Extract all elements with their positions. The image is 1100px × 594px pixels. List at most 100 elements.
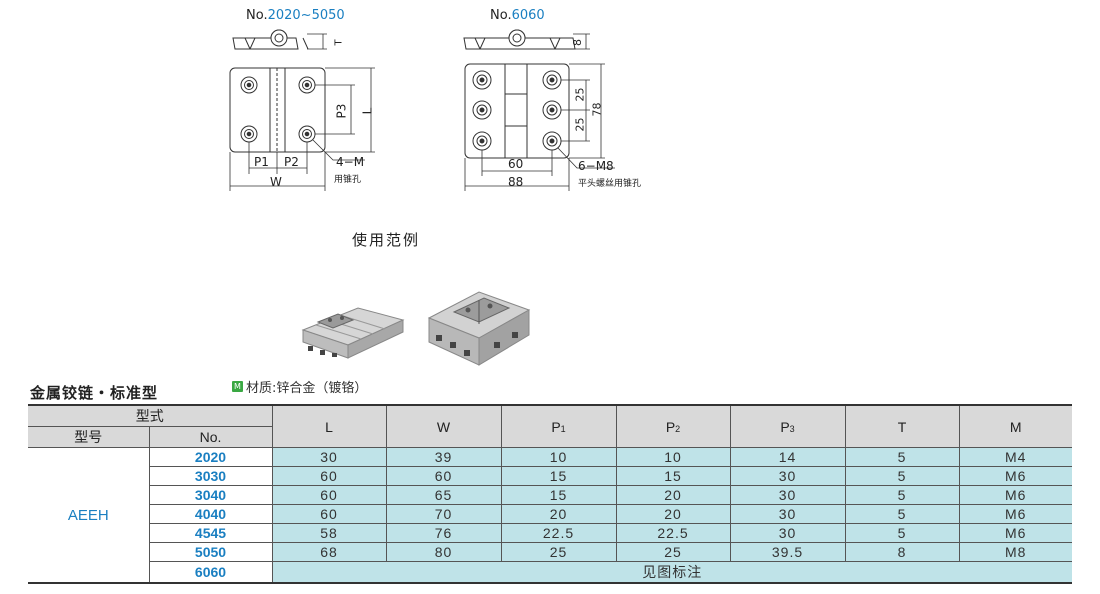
model-cell: AEEH — [28, 447, 150, 584]
cell-l: 30 — [271, 447, 387, 467]
header-group: 型式 — [28, 404, 273, 427]
cell-m: M4 — [958, 447, 1072, 467]
cell-p3: 14 — [729, 447, 846, 467]
cell-p1: 20 — [500, 504, 617, 524]
cell-p3: 30 — [729, 523, 846, 543]
cell-m: M6 — [958, 504, 1072, 524]
cell-l: 68 — [271, 542, 387, 562]
cell-p1: 15 — [500, 485, 617, 505]
left-top-view — [229, 67, 375, 191]
cell-l: 60 — [271, 466, 387, 486]
left-dim-t: T — [333, 39, 345, 46]
cell-p1: 10 — [500, 447, 617, 467]
cell-p2: 10 — [615, 447, 731, 467]
left-drawing-title: No.2020~5050 — [246, 8, 345, 23]
header-type: 型号 — [28, 426, 150, 448]
right-hole-note: 平头螺丝用锥孔 — [578, 179, 642, 189]
col-header-l: L — [271, 404, 387, 448]
cell-t: 5 — [844, 485, 960, 505]
right-side-view — [463, 29, 590, 50]
cell-t: 5 — [844, 523, 960, 543]
cell-l: 58 — [271, 523, 387, 543]
col-header-p1: P1 — [500, 404, 617, 448]
right-drawing-title: No.6060 — [490, 8, 545, 23]
cell-p1: 15 — [500, 466, 617, 486]
left-dim-p3: P3 — [334, 103, 349, 119]
cell-t: 8 — [844, 542, 960, 562]
cell-m: M6 — [958, 523, 1072, 543]
cell-t: 5 — [844, 504, 960, 524]
note-cell: 见图标注 — [271, 561, 1072, 584]
right-dim-25a: 25 — [573, 87, 587, 102]
cell-w: 76 — [385, 523, 502, 543]
material-icon: M — [232, 381, 243, 392]
usage-image-large — [427, 291, 531, 366]
cell-w: 39 — [385, 447, 502, 467]
col-header-p2: P2 — [615, 404, 731, 448]
right-dim-8: 8 — [571, 39, 584, 46]
col-header-p3: P3 — [729, 404, 846, 448]
right-top-view — [464, 63, 615, 191]
row-no: 4040 — [148, 504, 273, 524]
cell-w: 60 — [385, 466, 502, 486]
col-header-m: M — [958, 404, 1072, 448]
right-hole-label: 6−M8 — [578, 159, 614, 173]
right-dim-88: 88 — [508, 175, 524, 189]
left-hinge-drawing — [229, 29, 375, 191]
cell-p2: 15 — [615, 466, 731, 486]
table-row: 3030 60 60 15 15 30 5 M6 — [28, 466, 1072, 486]
usage-caption: 使用范例 — [352, 231, 421, 249]
row-no: 4545 — [148, 523, 273, 543]
material-text: 材质:锌合金（镀铬） — [246, 381, 368, 396]
left-dim-w: W — [270, 175, 282, 189]
left-dim-p2: P2 — [284, 155, 299, 169]
material-note: M 材质:锌合金（镀铬） — [232, 377, 367, 396]
usage-image-small — [301, 307, 405, 359]
table-row: 3040 60 65 15 20 30 5 M6 — [28, 485, 1072, 505]
header-no: No. — [148, 426, 273, 448]
right-dim-60: 60 — [508, 157, 524, 171]
right-dim-25b: 25 — [573, 117, 587, 132]
table-row: 4545 58 76 22.5 22.5 30 5 M6 — [28, 523, 1072, 543]
row-no: 6060 — [148, 561, 273, 584]
cell-p3: 39.5 — [729, 542, 846, 562]
cell-p2: 22.5 — [615, 523, 731, 543]
left-dim-p1: P1 — [254, 155, 269, 169]
row-no: 2020 — [148, 447, 273, 467]
cell-p2: 20 — [615, 504, 731, 524]
cell-p3: 30 — [729, 466, 846, 486]
cell-l: 60 — [271, 504, 387, 524]
left-hole-note: 用锥孔 — [334, 175, 362, 185]
spec-table: 型式 L W P1 P2 P3 T M 型号 No. AEEH 2020 30 … — [28, 404, 1072, 584]
cell-p2: 20 — [615, 485, 731, 505]
table-row: 6060 见图标注 — [28, 561, 1072, 584]
cell-t: 5 — [844, 447, 960, 467]
left-dim-l: L — [360, 107, 375, 115]
cell-p3: 30 — [729, 504, 846, 524]
col-header-w: W — [385, 404, 502, 448]
cell-w: 80 — [385, 542, 502, 562]
row-no: 3040 — [148, 485, 273, 505]
left-hole-label: 4−M — [336, 155, 365, 169]
cell-t: 5 — [844, 466, 960, 486]
cell-m: M6 — [958, 466, 1072, 486]
col-header-t: T — [844, 404, 960, 448]
table-row: 4040 60 70 20 20 30 5 M6 — [28, 504, 1072, 524]
cell-m: M6 — [958, 485, 1072, 505]
row-no: 3030 — [148, 466, 273, 486]
cell-p1: 25 — [500, 542, 617, 562]
cell-p2: 25 — [615, 542, 731, 562]
right-hinge-drawing — [463, 29, 615, 191]
table-row: AEEH 2020 30 39 10 10 14 5 M4 — [28, 447, 1072, 584]
cell-w: 65 — [385, 485, 502, 505]
row-no: 5050 — [148, 542, 273, 562]
cell-l: 60 — [271, 485, 387, 505]
right-dim-78: 78 — [590, 102, 604, 117]
table-title: 金属铰链・标准型 — [30, 384, 159, 402]
cell-p1: 22.5 — [500, 523, 617, 543]
table-row: 5050 68 80 25 25 39.5 8 M8 — [28, 542, 1072, 562]
left-side-view — [232, 29, 327, 50]
cell-p3: 30 — [729, 485, 846, 505]
cell-w: 70 — [385, 504, 502, 524]
cell-m: M8 — [958, 542, 1072, 562]
